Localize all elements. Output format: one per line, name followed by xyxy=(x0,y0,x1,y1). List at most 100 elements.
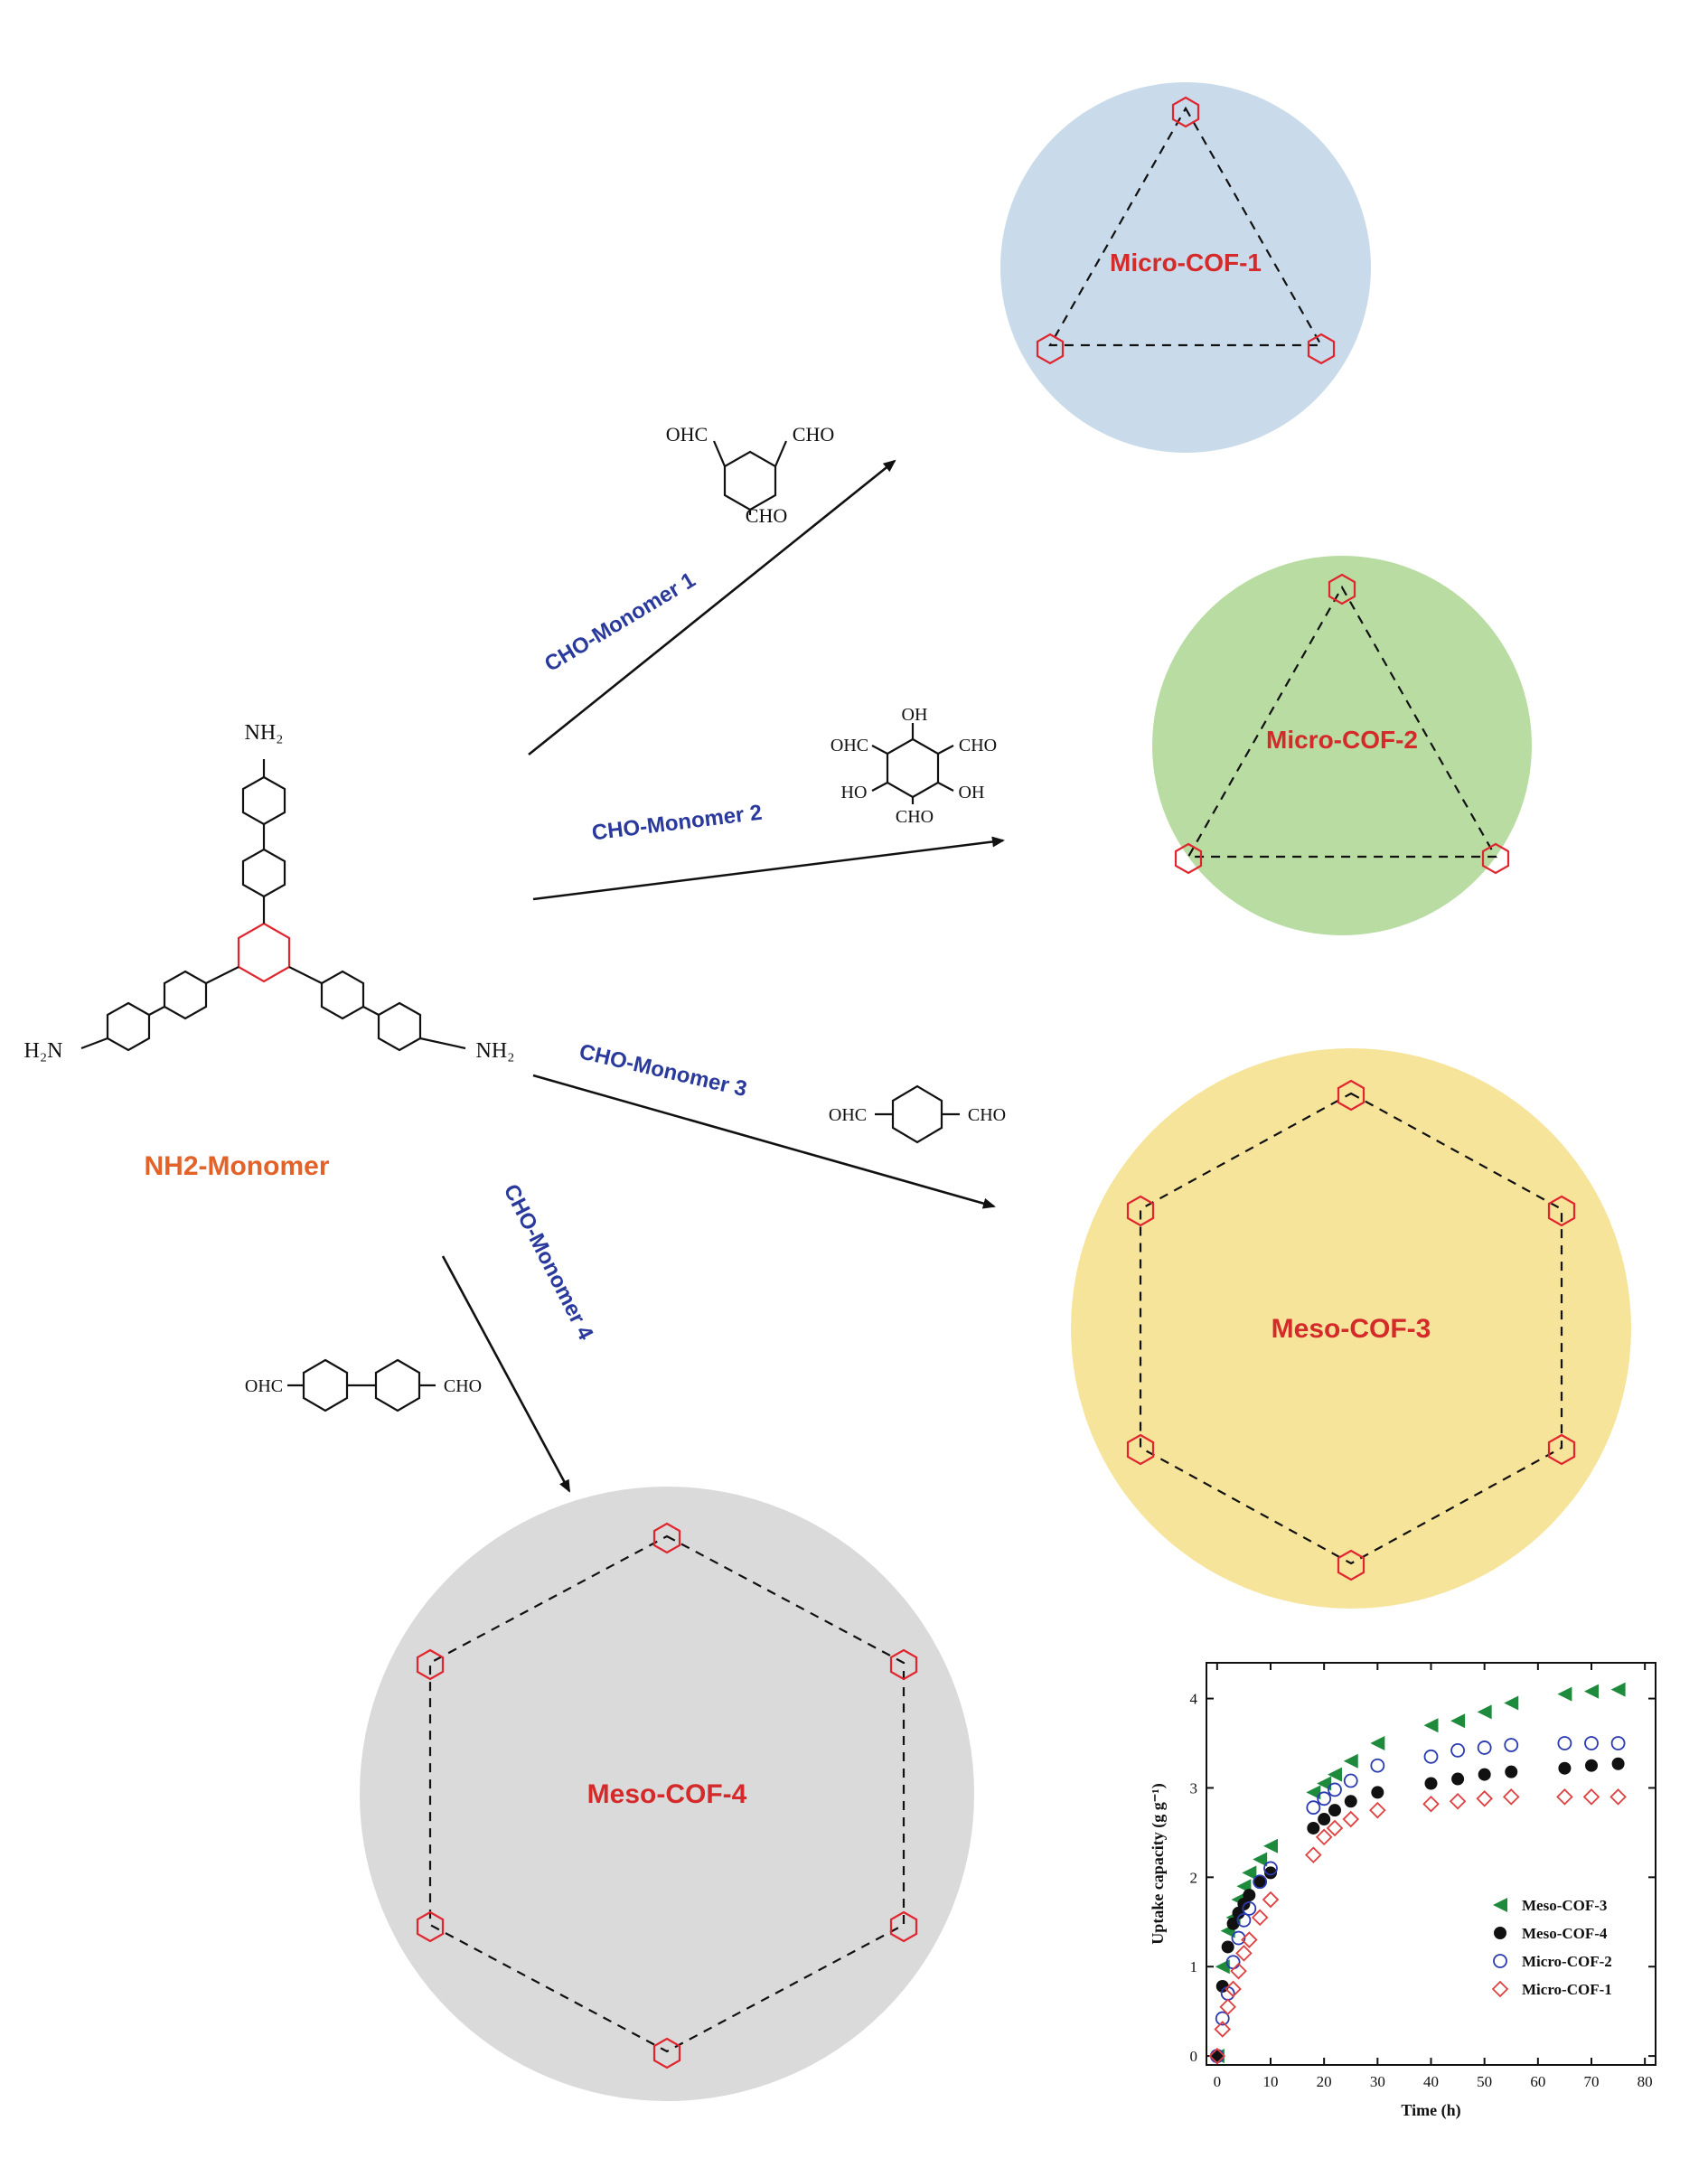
data-point xyxy=(1262,1891,1280,1909)
legend-label: Micro-COF-1 xyxy=(1522,1981,1612,1998)
cho-monomer-1-structure xyxy=(712,440,788,515)
data-point xyxy=(1242,1901,1257,1916)
data-point xyxy=(1611,1757,1625,1770)
data-point xyxy=(1342,1810,1360,1828)
arrow-route-4 xyxy=(441,1255,571,1493)
data-point xyxy=(1450,1743,1465,1758)
cho-monomer-3-structure xyxy=(875,1084,960,1144)
data-point xyxy=(1253,1875,1267,1889)
series-micro-cof-1 xyxy=(1208,1788,1627,2065)
m2-sub-c: CHO xyxy=(896,807,934,827)
data-point xyxy=(1264,1866,1277,1880)
data-point xyxy=(1370,1758,1385,1773)
data-point xyxy=(1230,1962,1247,1980)
x-tick-label: 20 xyxy=(1317,2073,1332,2090)
data-point xyxy=(1253,1852,1268,1867)
x-tick-label: 60 xyxy=(1530,2073,1545,2090)
data-point xyxy=(1423,1749,1439,1764)
data-point xyxy=(1317,1791,1332,1806)
data-point xyxy=(1477,1741,1492,1755)
micro-cof-1-disc: Micro-COF-1 xyxy=(1000,82,1371,453)
data-point xyxy=(1449,1793,1467,1810)
data-point xyxy=(1242,1865,1257,1881)
micro-cof-2-label: Micro-COF-2 xyxy=(1266,726,1418,754)
cho-monomer-2-structure xyxy=(871,723,954,804)
data-point xyxy=(1557,1736,1572,1750)
data-point xyxy=(1582,1788,1600,1806)
data-point xyxy=(1328,1804,1341,1817)
x-tick-label: 30 xyxy=(1370,2073,1385,2090)
nh2-monomer-structure xyxy=(80,759,466,1052)
nh2-right-label: NH₂ xyxy=(475,1039,514,1063)
data-point xyxy=(1610,1682,1626,1697)
data-point xyxy=(1328,1782,1342,1797)
data-point xyxy=(1306,1785,1321,1800)
arrow-route-2 xyxy=(532,836,1005,901)
m3-sub-a: OHC xyxy=(829,1105,867,1125)
data-point xyxy=(1317,1776,1332,1791)
data-point xyxy=(1263,1861,1278,1876)
y-tick-label: 3 xyxy=(1190,1779,1198,1797)
x-axis-title: Time (h) xyxy=(1401,2101,1460,2120)
legend-marker xyxy=(1493,1898,1507,1912)
data-point xyxy=(1502,1788,1520,1806)
m1-sub-b: CHO xyxy=(793,423,834,446)
data-point xyxy=(1305,1846,1322,1863)
x-tick-label: 80 xyxy=(1638,2073,1653,2090)
data-point xyxy=(1369,1801,1386,1819)
legend-marker xyxy=(1494,1927,1506,1939)
route-label-3: CHO-Monomer 3 xyxy=(577,1039,749,1102)
cof-triazine-nodes xyxy=(416,96,1576,2069)
data-point xyxy=(1451,1772,1465,1786)
m1-sub-c: CHO xyxy=(746,504,787,527)
data-point xyxy=(1424,1777,1438,1790)
x-tick-label: 70 xyxy=(1584,2073,1600,2090)
route-label-2: CHO-Monomer 2 xyxy=(590,801,763,846)
m2-oh-a: OH xyxy=(902,705,928,725)
data-point xyxy=(1371,1786,1384,1799)
y-tick-label: 0 xyxy=(1190,2048,1198,2065)
nh2-top-label: NH₂ xyxy=(244,721,283,745)
m2-sub-a: OHC xyxy=(831,736,868,755)
data-point xyxy=(1253,1874,1268,1890)
data-point xyxy=(1610,1736,1626,1750)
route-label-4: CHO-Monomer 4 xyxy=(499,1180,598,1345)
m4-sub-a: OHC xyxy=(245,1376,283,1396)
meso-cof-4-label: Meso-COF-4 xyxy=(587,1779,747,1809)
data-point xyxy=(1214,2021,1232,2038)
y-axis-title: Uptake capacity (g g⁻¹) xyxy=(1149,1783,1168,1944)
m3-sub-b: CHO xyxy=(968,1105,1006,1125)
arrow-route-1 xyxy=(528,459,896,756)
data-point xyxy=(1584,1736,1599,1750)
data-point xyxy=(1226,1917,1240,1930)
data-point xyxy=(1208,2047,1226,2065)
legend-marker xyxy=(1493,1954,1507,1968)
x-tick-label: 0 xyxy=(1214,2073,1222,2090)
x-tick-label: 40 xyxy=(1423,2073,1439,2090)
data-point xyxy=(1343,1753,1358,1769)
m1-sub-a: OHC xyxy=(666,423,708,446)
data-point xyxy=(1476,1790,1493,1807)
nh2-monomer-label: NH2-Monomer xyxy=(144,1151,329,1181)
data-point xyxy=(1504,1738,1519,1752)
data-point xyxy=(1504,1695,1519,1711)
data-point xyxy=(1556,1788,1573,1806)
arrow-route-3 xyxy=(532,1074,996,1209)
x-tick-label: 50 xyxy=(1477,2073,1492,2090)
micro-cof-1-label: Micro-COF-1 xyxy=(1110,249,1262,277)
data-point xyxy=(1585,1759,1598,1772)
data-point xyxy=(1225,1980,1242,1998)
legend-marker xyxy=(1491,1980,1509,1998)
legend-label: Meso-COF-3 xyxy=(1522,1897,1607,1914)
m2-oh-c: OH xyxy=(959,783,985,802)
data-point xyxy=(1236,1912,1252,1928)
m2-sub-b: CHO xyxy=(959,736,997,755)
x-tick-label: 10 xyxy=(1263,2073,1279,2090)
nh2-left-label: H₂N xyxy=(23,1039,62,1063)
data-point xyxy=(1221,1940,1234,1954)
data-point xyxy=(1609,1788,1627,1806)
route-label-1: CHO-Monomer 1 xyxy=(540,568,699,677)
data-point xyxy=(1450,1713,1466,1729)
y-tick-label: 1 xyxy=(1190,1958,1198,1975)
legend-label: Meso-COF-4 xyxy=(1522,1925,1608,1942)
